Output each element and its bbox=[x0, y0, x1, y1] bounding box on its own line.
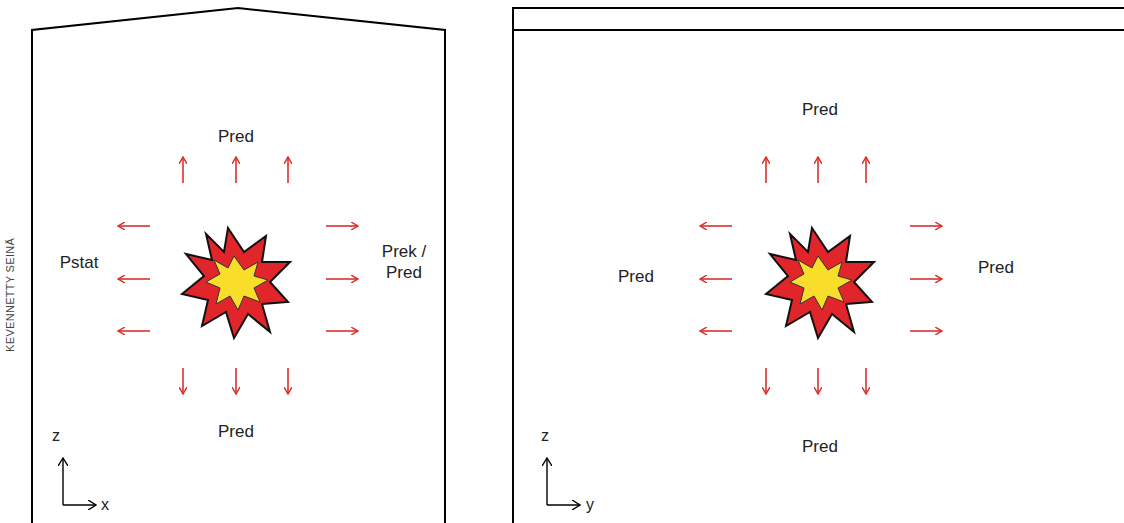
axis-label: y bbox=[586, 495, 594, 515]
axis-label: z bbox=[52, 426, 60, 446]
building-outline bbox=[513, 8, 1124, 523]
axis-label: z bbox=[541, 426, 549, 446]
axis-symbol bbox=[63, 458, 580, 505]
pressure-label: Pred bbox=[618, 266, 654, 287]
pressure-arrows bbox=[118, 157, 358, 394]
pressure-label: Pred bbox=[802, 99, 838, 120]
explosion-symbol bbox=[182, 228, 290, 338]
pressure-arrows bbox=[700, 157, 942, 394]
axis-label: x bbox=[101, 495, 109, 515]
pressure-label: Pred bbox=[978, 257, 1014, 278]
roof-line bbox=[513, 29, 1124, 31]
wall-label: KEVENNETTY SEINÄ bbox=[4, 238, 18, 352]
pressure-label: Pred bbox=[218, 126, 254, 147]
pressure-label: Pred bbox=[218, 421, 254, 442]
pressure-label: Pred bbox=[802, 436, 838, 457]
explosion-symbol bbox=[766, 228, 874, 338]
pressure-label: Pstat bbox=[60, 252, 99, 273]
building-outline bbox=[32, 8, 445, 523]
pressure-label: Prek / Pred bbox=[375, 241, 433, 284]
